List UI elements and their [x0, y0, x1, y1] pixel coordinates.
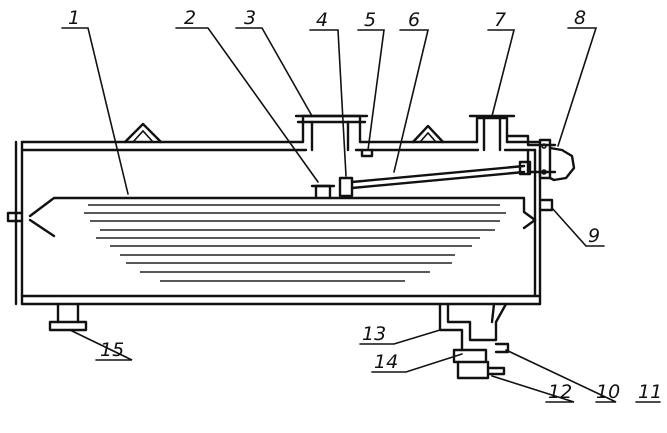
label-4: 4 [316, 9, 328, 31]
label-2: 2 [184, 7, 196, 29]
link-rod-6 [350, 160, 532, 190]
bottom-valve-assembly [438, 302, 510, 380]
label-10: 10 [596, 381, 620, 403]
label-12: 12 [548, 381, 572, 403]
label-1: 1 [68, 7, 80, 29]
label-14: 14 [374, 351, 398, 373]
leader-lines [61, 27, 661, 403]
label-8: 8 [574, 7, 586, 29]
label-7: 7 [494, 9, 506, 31]
bottom-nozzle-15 [48, 302, 88, 332]
side-pipe-assembly [505, 134, 576, 182]
nozzle-9 [538, 198, 554, 212]
internal-fitting-2 [310, 184, 336, 200]
small-nozzle [360, 148, 374, 158]
label-5: 5 [364, 9, 376, 31]
label-15: 15 [100, 339, 124, 361]
shell-body [6, 140, 542, 306]
top-nozzle [294, 114, 369, 152]
tube-bundle [28, 196, 537, 282]
lifting-lug-left [123, 122, 163, 144]
internal-fitting-4 [338, 176, 354, 198]
lifting-lug-right [411, 124, 445, 144]
label-13: 13 [362, 323, 386, 345]
label-9: 9 [588, 225, 600, 247]
outlet-nozzle-7 [468, 114, 516, 152]
label-6: 6 [408, 9, 420, 31]
label-11: 11 [638, 381, 662, 403]
label-3: 3 [244, 7, 256, 29]
